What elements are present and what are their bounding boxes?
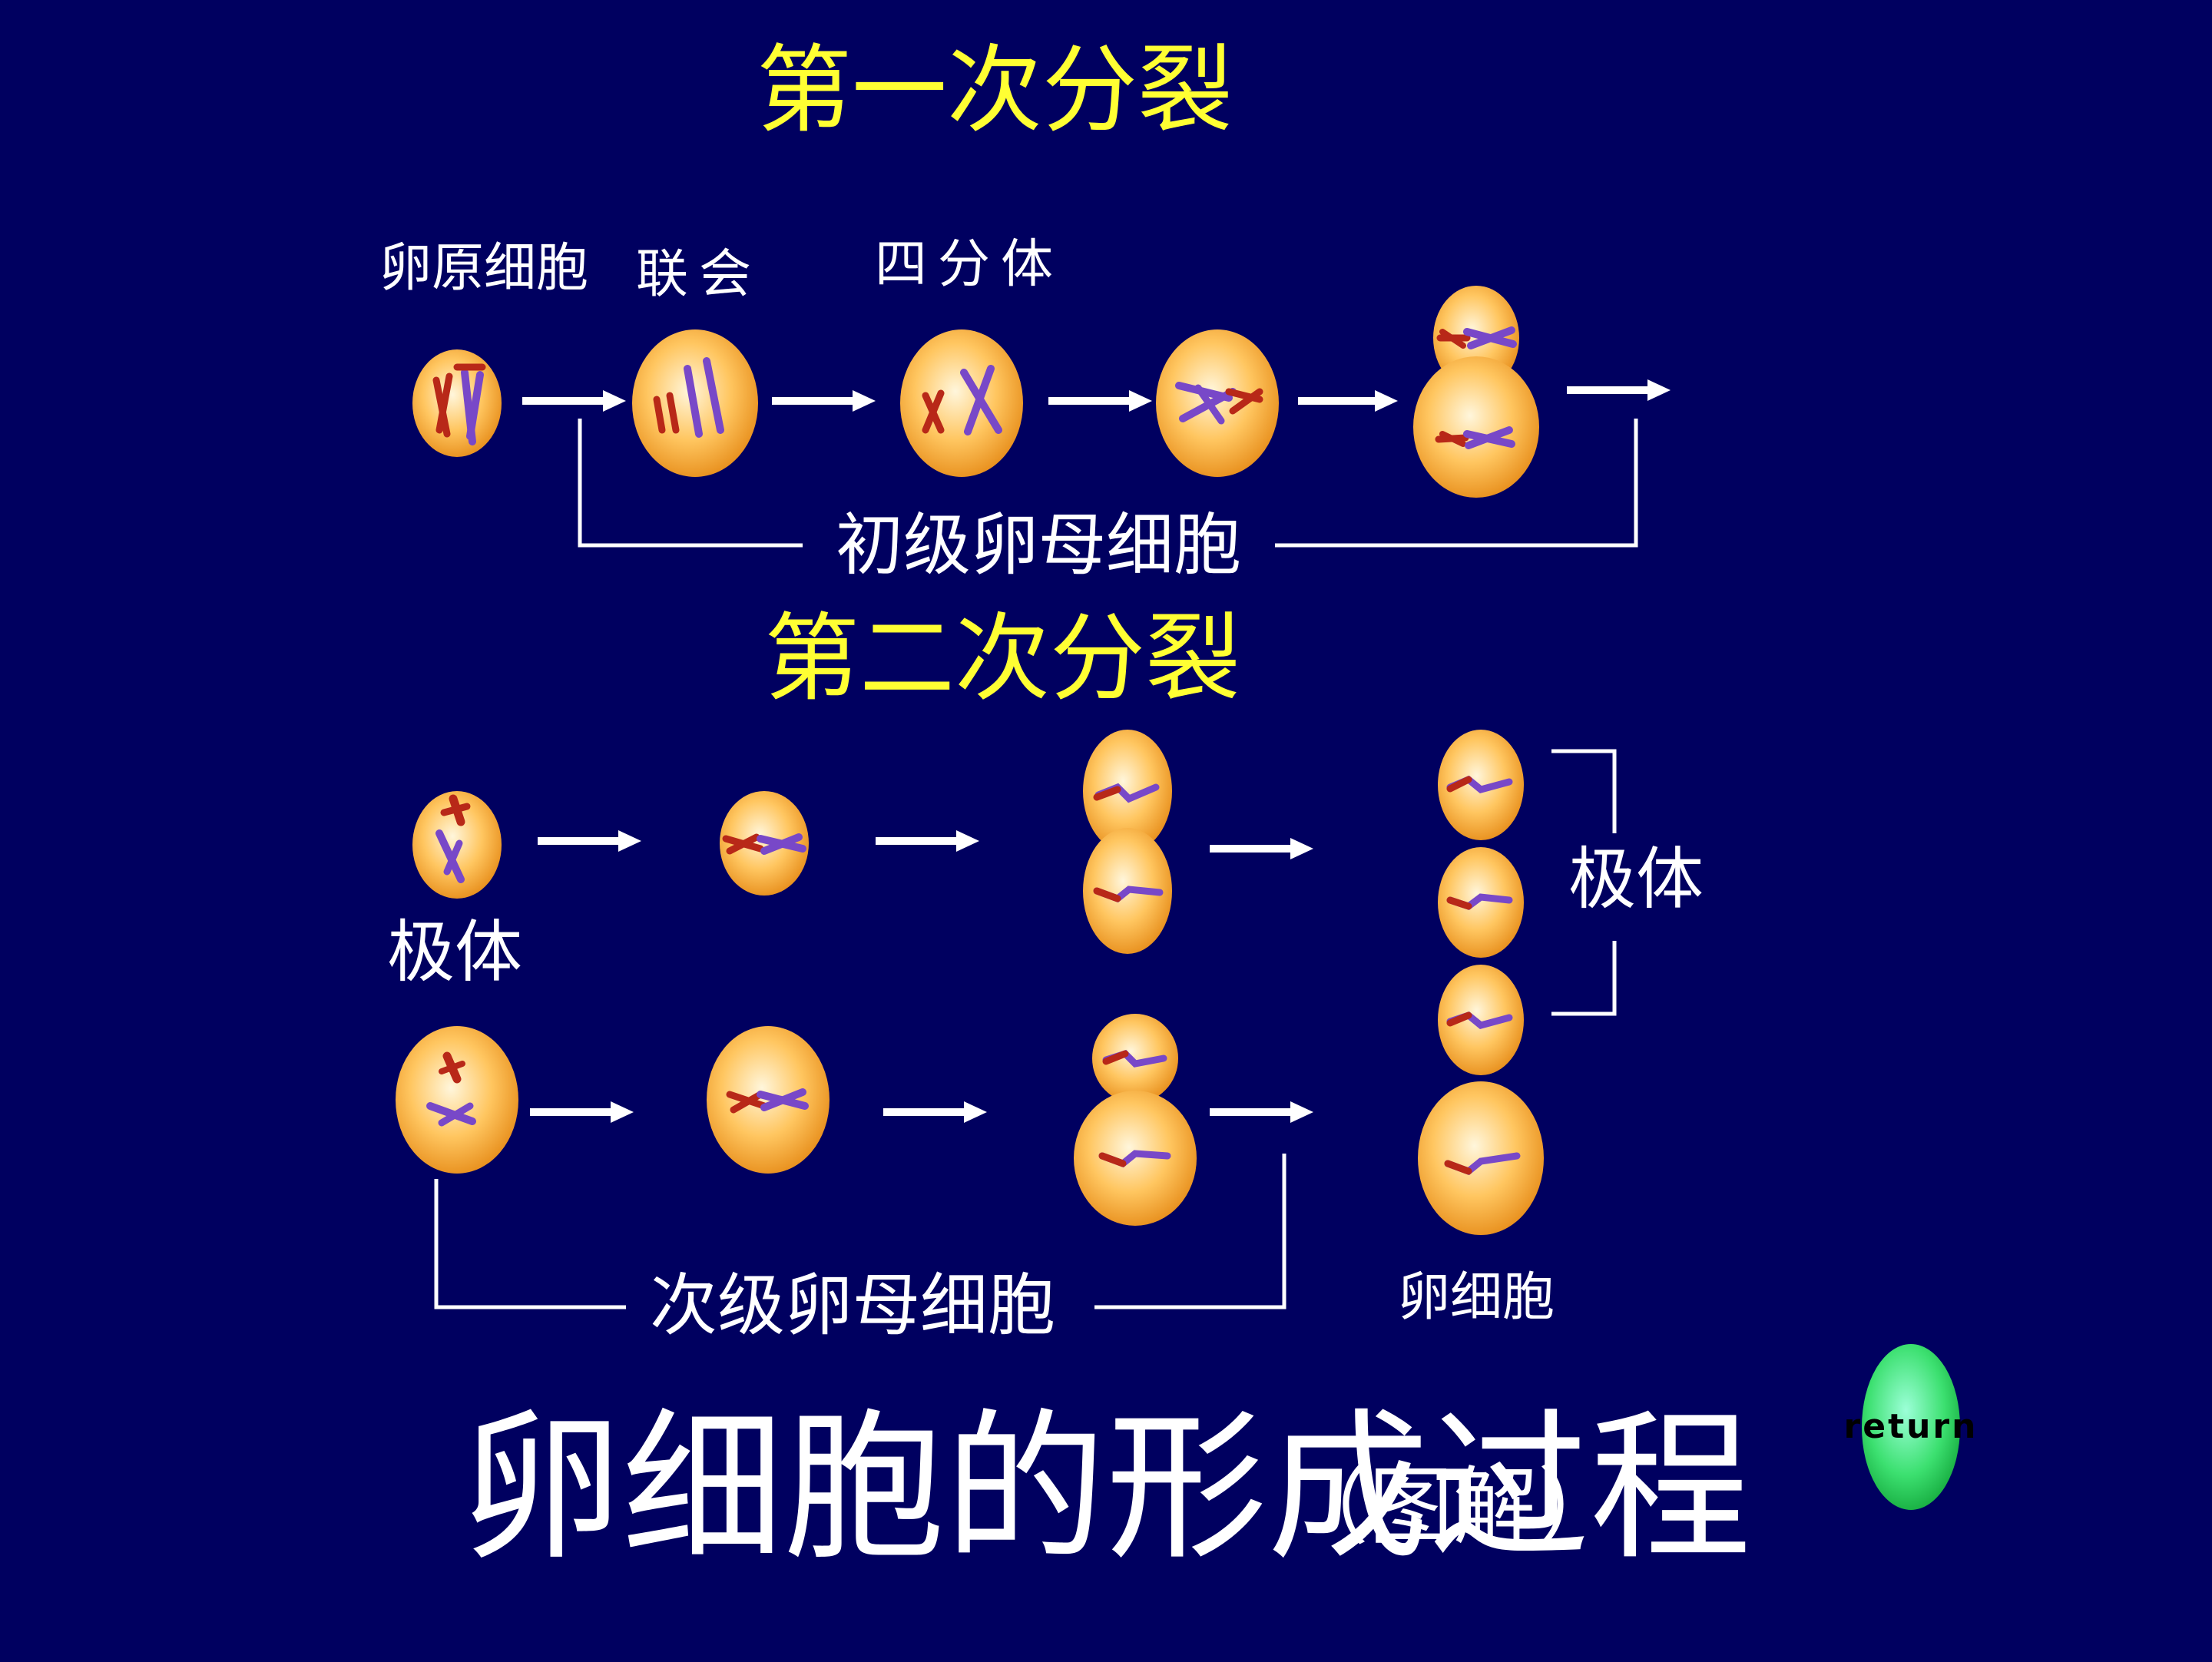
chromosomes: [432, 363, 486, 445]
polar-body-label-left: 极体: [387, 912, 522, 992]
polar-body-cell: [412, 791, 502, 899]
arrow-right-icon: [1210, 1101, 1313, 1123]
arrow-right-icon: [1567, 379, 1671, 401]
secondary-oocyte-bracket-left: [434, 1179, 626, 1309]
arrow-right-icon: [538, 830, 641, 852]
metaphase-cell: [1156, 329, 1279, 477]
synapsis-label: 联会: [636, 244, 762, 305]
polar-body-dividing-cell: [1083, 730, 1172, 954]
secondary-oocyte-label: 次级卵母细胞: [650, 1266, 1055, 1345]
secondary-oocyte-metaphase-cell: [707, 1026, 830, 1174]
first-division-title: 第一次分裂: [757, 35, 1233, 146]
chromosomes: [1175, 382, 1263, 425]
secondary-oocyte-dividing-cell: [1074, 1014, 1197, 1226]
primary-oocyte-bracket-right: [1275, 419, 1638, 548]
return-button[interactable]: return: [1844, 1344, 1979, 1510]
polar-body-final: [1438, 730, 1524, 840]
oogonium-cell: [412, 349, 502, 457]
return-button-label[interactable]: return: [1844, 1407, 1979, 1446]
row3-arrows: [530, 1101, 1313, 1123]
arrow-right-icon: [522, 390, 626, 412]
arrow-right-icon: [876, 830, 979, 852]
tetrad-cell: [900, 329, 1023, 477]
oogonium-label: 卵原细胞: [379, 238, 588, 299]
synapsis-cell: [632, 329, 758, 477]
egg-cell: [1418, 1081, 1544, 1235]
polar-body-bracket-top: [1551, 749, 1617, 833]
chromosomes: [653, 357, 724, 438]
arrow-right-icon: [1048, 390, 1152, 412]
chromosomes: [1435, 326, 1517, 449]
main-title: 卵细胞的形成过程: [461, 1394, 1751, 1582]
polar-body-final: [1438, 965, 1524, 1075]
row1-arrows: [522, 379, 1671, 412]
main-title-suffix: （图解）: [1284, 1458, 1622, 1556]
second-division-title: 第二次分裂: [764, 604, 1240, 714]
final-polar-bodies: [1438, 730, 1524, 1075]
polar-body-metaphase-cell: [720, 791, 809, 896]
egg-cell-label: 卵细胞: [1398, 1267, 1555, 1328]
row2-arrows: [538, 830, 1313, 859]
arrow-right-icon: [883, 1101, 987, 1123]
secondary-oocyte-cell: [396, 1026, 518, 1174]
polar-body-label-right: 极体: [1568, 839, 1704, 919]
arrow-right-icon: [530, 1101, 634, 1123]
polar-body-bracket-bottom: [1551, 941, 1617, 1016]
primary-oocyte-bracket-left: [578, 419, 803, 548]
arrow-right-icon: [772, 390, 876, 412]
chromosomes: [922, 365, 1002, 435]
return-button-shape[interactable]: [1862, 1344, 1960, 1510]
arrow-right-icon: [1210, 838, 1313, 859]
tetrad-label: 四分体: [875, 234, 1064, 295]
primary-oocyte-label: 初级卵母细胞: [836, 505, 1241, 584]
dividing-primary-oocyte: [1413, 286, 1539, 498]
arrow-right-icon: [1298, 390, 1398, 412]
secondary-oocyte-bracket-right: [1094, 1154, 1286, 1309]
polar-body-final: [1438, 847, 1524, 958]
